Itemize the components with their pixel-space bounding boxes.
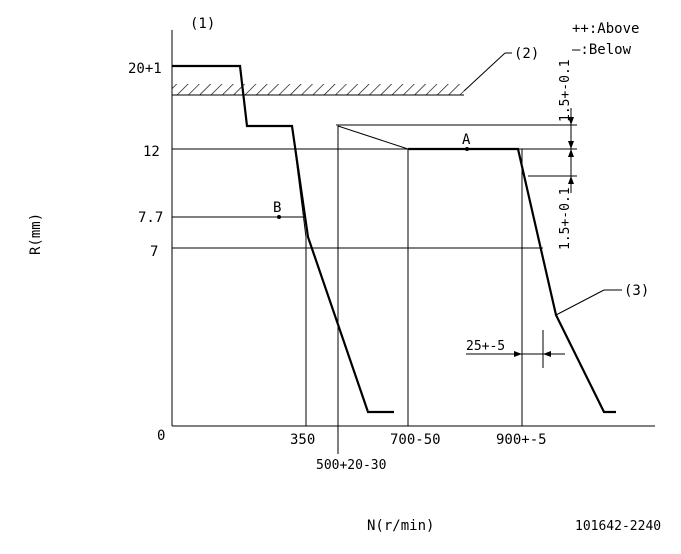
hatched-stop-band: [172, 84, 464, 95]
ref-leader-2: [463, 52, 506, 92]
ref-label-2: (2): [514, 46, 539, 62]
dim-arrow-mid-up: [568, 149, 574, 157]
y-tick-12: 12: [143, 144, 160, 160]
point-b-label: B: [273, 200, 281, 216]
dim-arrow-mid-down: [568, 141, 574, 149]
curve-3: [408, 147, 616, 414]
legend-above: ++:Above: [572, 21, 639, 37]
curve-1: [172, 64, 394, 414]
ref-label-3: (3): [624, 283, 649, 299]
point-a-marker: [465, 147, 469, 151]
slope-500-700: [337, 125, 409, 150]
dim-arrow-lower: [568, 176, 574, 184]
dim-upper-label: 1.5+-0.1: [558, 59, 573, 122]
x-tick-700: 700-50: [390, 432, 441, 448]
point-a-label: A: [462, 132, 471, 148]
dim-25-label: 25+-5: [466, 339, 505, 354]
x-tick-900: 900+-5: [496, 432, 547, 448]
y-tick-7-7: 7.7: [138, 210, 163, 226]
legend-below: —:Below: [572, 42, 632, 58]
diagram-code: 101642-2240: [575, 519, 661, 534]
x-tick-500: 500+20-30: [316, 458, 386, 473]
dim-25-arrow-left: [514, 351, 522, 357]
y-tick-20: 20+1: [128, 61, 162, 77]
dim-arrow-upper: [568, 117, 574, 125]
ref-label-1: (1): [190, 16, 215, 32]
y-tick-7: 7: [150, 244, 158, 260]
point-b-marker: [277, 215, 281, 219]
dim-lower-label: 1.5+-0.1: [558, 187, 573, 250]
x-tick-350: 350: [290, 432, 315, 448]
y-tick-0: 0: [157, 428, 165, 444]
ref-leader-3: [555, 289, 605, 316]
x-axis-label: N(r/min): [367, 518, 434, 534]
dim-25-arrow-right: [543, 351, 551, 357]
y-axis-label: R(mm): [28, 213, 44, 255]
